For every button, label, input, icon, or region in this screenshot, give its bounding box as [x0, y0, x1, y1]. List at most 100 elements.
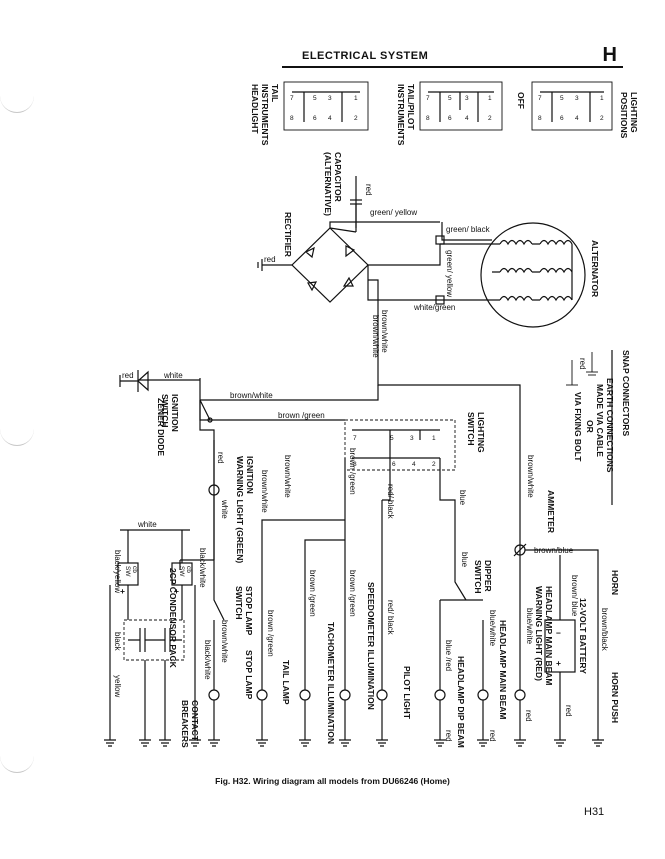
wire-green-black: green/ black [446, 225, 491, 234]
contact-breakers-label-2: BREAKERS [180, 700, 190, 748]
terminal-label: 1 [488, 95, 492, 102]
terminal-label: 4 [465, 115, 469, 122]
alternator: ALTERNATOR [480, 222, 600, 328]
wire-green-yellow-v: green/ yellow [445, 250, 454, 297]
horn-label: HORN [610, 570, 620, 595]
speedometer-label: SPEEDOMETER ILLUMINATION [366, 582, 376, 710]
legend-earth-wire: red [578, 358, 587, 370]
stop-lamp-switch-label-2: SWITCH [234, 586, 244, 620]
horn-push-label: HORN PUSH [610, 672, 620, 723]
ammeter: AMMETER brown/blue [513, 490, 599, 740]
stop-lamp-switch: STOP LAMP SWITCH brown/white STOP LAMP [208, 560, 254, 740]
wire-brown-blue-v: brown/ blue [570, 575, 579, 617]
wire-red: red [122, 371, 134, 380]
wire-brown-green: brown /green [348, 570, 357, 617]
position-tail-headlight: 1 2 3 4 5 6 7 8 TAIL INSTRUMENTS HEADLIG… [250, 81, 369, 146]
section-letter: H [602, 44, 617, 66]
legend-earth-line4: VIA FIXING BOLT [573, 392, 583, 462]
wire-red: red [524, 710, 533, 722]
wire-brown-white: brown/white [260, 470, 269, 513]
wire-brown: brown/white [220, 620, 229, 663]
position-name: OFF [516, 92, 526, 109]
lighting-positions-title-2: POSITIONS [619, 92, 629, 139]
ignition-coils: white SW SW cb cb + + black/yellow black… [109, 520, 214, 697]
page-header: ELECTRICAL SYSTEM H [282, 44, 623, 68]
terminal-label: 8 [290, 115, 294, 122]
wire-red-black: red/ black [386, 600, 395, 636]
lighting-positions: LIGHTING POSITIONS 1 2 3 4 5 6 7 8 OFF 1… [250, 81, 639, 146]
ammeter-label: AMMETER [546, 490, 556, 533]
wire-white: white [163, 371, 183, 380]
battery-label: 12-VOLT BATTERY [578, 598, 588, 674]
binder-edge-mark [0, 425, 34, 446]
terminal-label: 7 [426, 95, 430, 102]
wire-brown-white: brown/white [283, 455, 292, 498]
contact-breakers-label-1: CONTACT [190, 700, 200, 742]
ignition-warning-label-1: IGNITION [245, 456, 255, 494]
terminal-label: 2 [432, 461, 436, 468]
zener-diode: red ZENER DIODE [119, 370, 166, 456]
tail-lamp-label: TAIL LAMP [281, 660, 291, 705]
terminal-label: 8 [426, 115, 430, 122]
terminal-label: 5 [313, 95, 317, 102]
wire-brown-blue: brown/blue [534, 546, 574, 555]
dipper-switch: DIPPER SWITCH blue [440, 552, 493, 601]
terminal-label: 1 [354, 95, 358, 102]
speedometer-illumination: brown /green SPEEDOMETER ILLUMINATION [339, 540, 376, 740]
wire-brown-white: brown/white [230, 391, 273, 400]
capacitor: red CAPACITOR (ALTERNATIVE) [323, 152, 373, 233]
position-name: INSTRUMENTS [396, 84, 406, 146]
wire-blue-white: blue/white [525, 608, 534, 645]
wire-brown-black: brown/black [600, 608, 609, 652]
terminal-label: 6 [313, 115, 317, 122]
legend-earth-line2: MADE VIA CABLE [595, 384, 605, 457]
wire-red-black: red/ black [386, 484, 395, 520]
terminal-label: 4 [412, 461, 416, 468]
dipper-switch-label-2: SWITCH [473, 560, 483, 594]
terminal-label: 7 [290, 95, 294, 102]
terminal-label: 6 [560, 115, 564, 122]
wire-brown-white: brown/white [526, 455, 535, 498]
wire-red: red [264, 255, 276, 264]
wire-brown-green: brown /green [348, 448, 357, 495]
lighting-switch: 7 5 3 1 8 6 4 2 LIGHTING SWITCH brown /g… [199, 400, 486, 560]
headlamp-beams: HEADLAMP MAIN BEAM HEADLAMP DIP BEAM blu… [434, 600, 508, 748]
terminal-label: 3 [328, 95, 332, 102]
coil-plus: + [174, 586, 179, 596]
coil-sw: SW [124, 566, 131, 577]
legend-earth-line1: EARTH CONNECTIONS [605, 378, 615, 473]
terminal-label: 7 [538, 95, 542, 102]
terminal-label: 5 [448, 95, 452, 102]
coil-cb: cb [185, 566, 192, 573]
stop-lamp-label: STOP LAMP [244, 650, 254, 700]
position-name: TAIL [270, 84, 280, 102]
tachometer-illumination: brown /green TACHOMETER ILLUMINATION [299, 539, 345, 744]
terminal-label: 5 [390, 435, 394, 442]
terminal-label: 5 [560, 95, 564, 102]
terminal-label: 4 [575, 115, 579, 122]
terminal-label: 6 [448, 115, 452, 122]
wire-white: white [220, 499, 229, 519]
zener-diode-label: ZENER DIODE [156, 398, 166, 456]
wire-brown-green: brown /green [278, 411, 325, 420]
terminal-label: 8 [353, 461, 357, 468]
legend: SNAP CONNECTORS red EARTH CONNECTIONS MA… [566, 350, 631, 505]
legend-snap-connectors: SNAP CONNECTORS [621, 350, 631, 436]
position-name: HEADLIGHT [250, 84, 260, 134]
wire-blue-white: blue/white [488, 610, 497, 647]
terminal-label: 2 [600, 115, 604, 122]
figure-caption: Fig. H32. Wiring diagram all models from… [215, 776, 450, 786]
position-tail-pilot: 1 2 3 4 5 6 7 8 TAIL/PILOT INSTRUMENTS [396, 81, 503, 146]
alternator-label: ALTERNATOR [590, 240, 600, 297]
coil-cb: cb [131, 566, 138, 573]
terminal-label: 3 [575, 95, 579, 102]
ignition-switch-label-2: SWITCH [160, 394, 170, 428]
ignition-switch-label-1: IGNITION [170, 394, 180, 432]
coil-sw: SW [178, 566, 185, 577]
terminal-label: 3 [410, 435, 414, 442]
wire-yellow: yellow [113, 675, 122, 697]
position-name: TAIL/PILOT [406, 84, 416, 130]
binder-edge-mark [0, 752, 34, 773]
headlamp-warning: HEADLAMP MAIN BEAM WARNING LIGHT (RED) b… [514, 560, 554, 740]
